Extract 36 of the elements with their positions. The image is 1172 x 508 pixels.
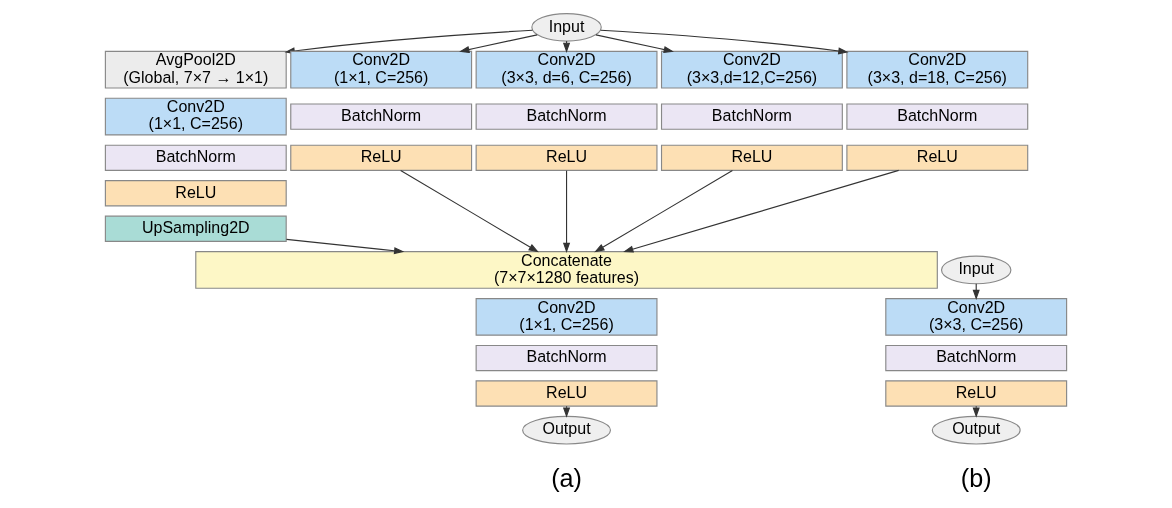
node-box: Conv2D (3×3, d=18, C=256) [846,50,1029,89]
label: (b) [960,463,992,492]
node-box: BatchNorm [660,102,843,130]
node-box: BatchNorm [290,102,473,130]
arrow [595,33,674,53]
node-box: ReLU [104,179,287,206]
node-box: Conv2D (1×1, C=256) [290,50,473,89]
node-box: Conv2D (1×1, C=256) [475,297,658,336]
label: (a) [551,463,582,492]
node-box: BatchNorm [475,344,658,371]
node-ellipse: Output [931,415,1021,444]
node-box: BatchNorm [104,144,287,171]
node-ellipse: Input [940,255,1012,284]
node-box: BatchNorm [846,102,1029,130]
node-ellipse: Output [522,415,612,444]
arrow [285,238,405,254]
arrow [562,40,571,53]
arrow [562,169,571,253]
node-box: Concatenate (7×7×1280 features) [195,250,938,289]
arrow [623,169,900,253]
node-box: Conv2D (3×3, d=6, C=256) [475,50,658,89]
arrow [459,33,538,53]
node-box: ReLU [846,144,1029,171]
arrow [594,169,733,252]
node-box: AvgPool2D (Global, 7×7 → 1×1) [104,50,287,89]
node-box: BatchNorm [885,344,1068,371]
arrow [400,169,539,252]
node-box: ReLU [475,144,658,171]
node-box: Conv2D (1×1, C=256) [104,97,287,135]
node-box: ReLU [660,144,843,171]
node-box: BatchNorm [475,102,658,130]
node-box: Conv2D (3×3,d=12,C=256) [660,50,843,89]
node-box: Conv2D (3×3, C=256) [885,297,1068,336]
arrow [600,29,849,54]
node-box: ReLU [290,144,473,171]
node-box: UpSampling2D [104,215,287,242]
